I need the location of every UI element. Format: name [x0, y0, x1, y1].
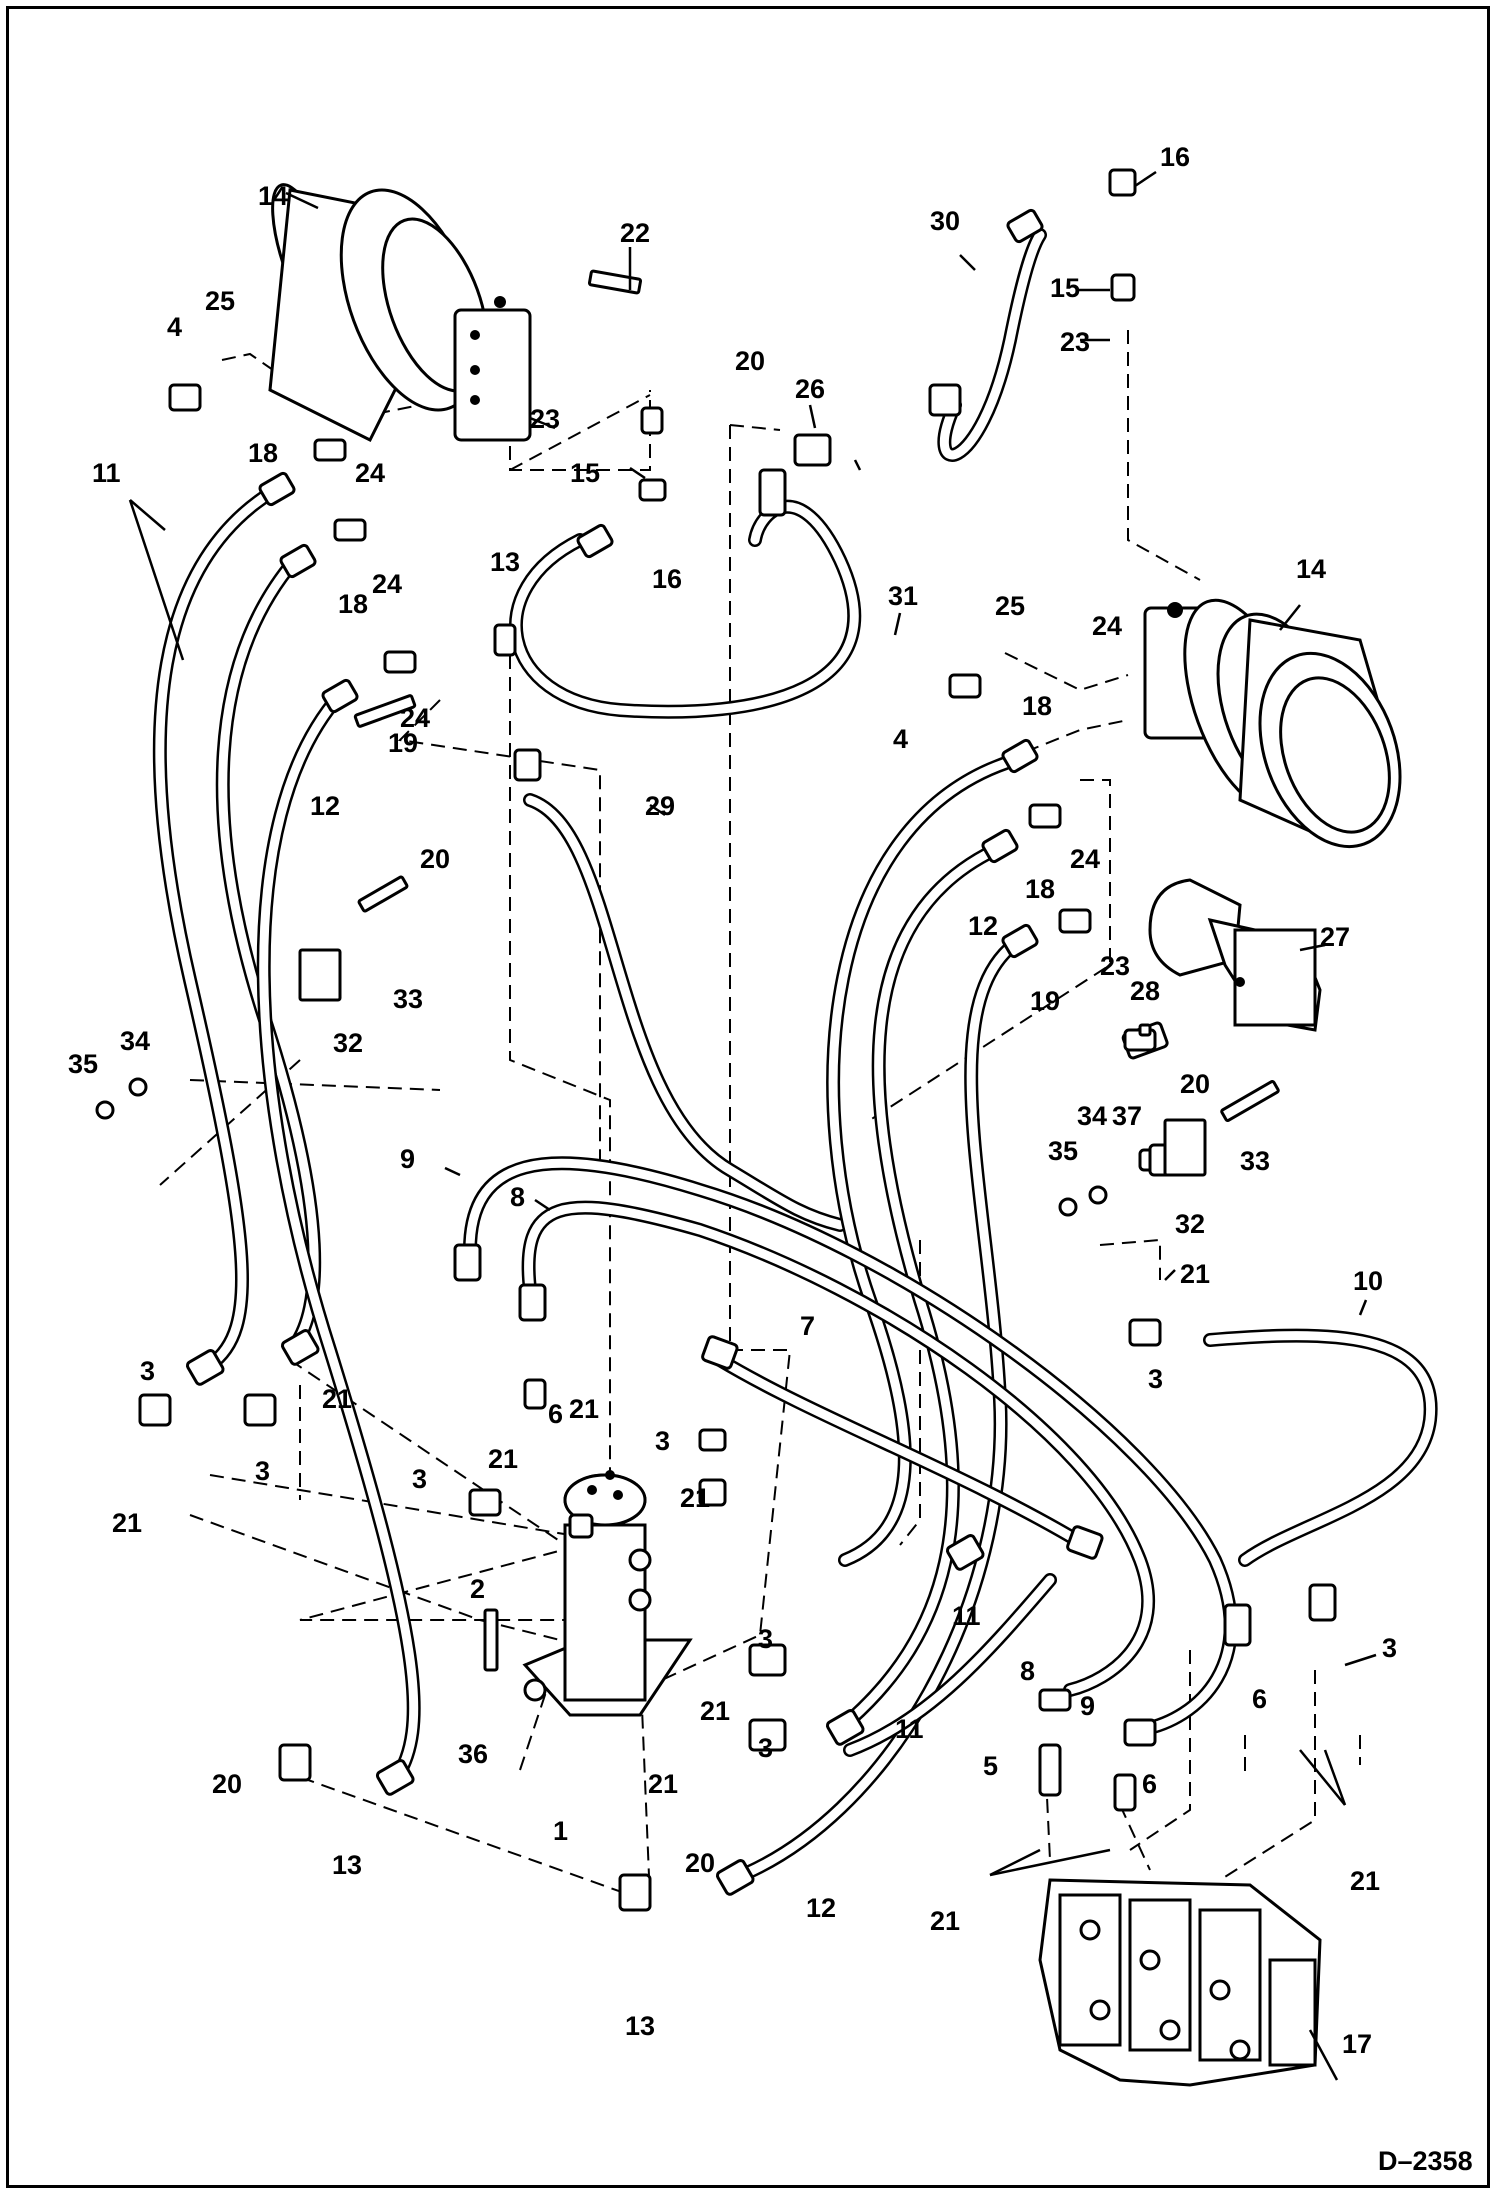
- part-callout-21: 21: [569, 1394, 599, 1424]
- part-callout-24-5: 24: [1070, 844, 1100, 874]
- part-callout-3-2: 3: [255, 1456, 270, 1486]
- part-callout-8: 8: [510, 1182, 525, 1212]
- part-callout-9-2: 9: [1080, 1691, 1095, 1721]
- part-callout-21-3: 21: [680, 1483, 710, 1513]
- part-callout-15: 15: [1050, 273, 1080, 303]
- part-callout-3-6: 3: [758, 1733, 773, 1763]
- part-callout-20-4: 20: [212, 1769, 242, 1799]
- part-callout-21-10: 21: [930, 1906, 960, 1936]
- brake-valve-block: [1148, 878, 1322, 1032]
- part-callout-2: 2: [470, 1574, 485, 1604]
- part-callout-13-3: 13: [625, 2011, 655, 2041]
- part-callout-3-4: 3: [655, 1426, 670, 1456]
- part-callout-19-2: 19: [1030, 986, 1060, 1016]
- part-callout-4-2: 4: [893, 724, 908, 754]
- diagram-border: [6, 6, 1490, 2188]
- part-callout-11-3: 11: [895, 1714, 924, 1744]
- part-callout-19: 19: [388, 728, 418, 758]
- part-callout-34-2: 34: [1077, 1101, 1107, 1131]
- part-callout-3-3: 3: [412, 1464, 427, 1494]
- part-callout-5: 5: [983, 1751, 998, 1781]
- part-callout-25-2: 25: [995, 591, 1025, 621]
- part-callout-26: 26: [795, 374, 825, 404]
- part-callout-4: 4: [167, 312, 182, 342]
- swivel-joint: [522, 1470, 693, 1717]
- leader-lines: [128, 170, 1377, 2081]
- part-callout-24-4: 24: [1092, 611, 1122, 641]
- part-callout-24: 24: [355, 458, 385, 488]
- part-callout-37: 37: [1112, 1101, 1142, 1131]
- part-callout-12-3: 12: [806, 1893, 836, 1923]
- part-callout-6-2: 6: [1252, 1684, 1267, 1714]
- part-callout-20-5: 20: [685, 1848, 715, 1878]
- part-callout-21-8: 21: [1180, 1259, 1210, 1289]
- part-callout-12: 12: [310, 791, 340, 821]
- part-callout-23-3: 23: [1100, 951, 1130, 981]
- part-callout-8-2: 8: [1020, 1656, 1035, 1686]
- part-callout-25: 25: [205, 286, 235, 316]
- part-callout-11-2: 11: [952, 1601, 981, 1631]
- part-callout-33: 33: [393, 984, 423, 1014]
- part-callout-34: 34: [120, 1026, 150, 1056]
- part-callout-36: 36: [458, 1739, 488, 1769]
- part-callout-23: 23: [530, 404, 560, 434]
- part-callout-30: 30: [930, 206, 960, 236]
- part-callout-21-7: 21: [648, 1769, 678, 1799]
- part-callout-16: 16: [1160, 142, 1190, 172]
- part-callout-28: 28: [1130, 976, 1160, 1006]
- part-callout-16-2: 16: [652, 564, 682, 594]
- part-callout-32: 32: [333, 1028, 363, 1058]
- part-callout-3-5: 3: [758, 1624, 773, 1654]
- part-callout-18-3: 18: [1022, 691, 1052, 721]
- hoses: [152, 228, 1438, 1887]
- part-callout-18-2: 18: [338, 589, 368, 619]
- part-callout-20-3: 20: [1180, 1069, 1210, 1099]
- part-callout-13: 13: [490, 547, 520, 577]
- part-callout-24-3: 24: [400, 703, 430, 733]
- part-callout-20-2: 20: [420, 844, 450, 874]
- part-callout-10: 10: [1353, 1266, 1383, 1296]
- part-callout-14: 14: [258, 181, 288, 211]
- part-callout-6-3: 6: [1142, 1769, 1157, 1799]
- part-callout-21-4: 21: [322, 1384, 352, 1414]
- part-callout-6: 6: [548, 1399, 563, 1429]
- fittings: [95, 168, 1337, 1912]
- part-callout-3-8: 3: [1382, 1633, 1397, 1663]
- part-callout-32-2: 32: [1175, 1209, 1205, 1239]
- part-callout-17: 17: [1342, 2029, 1372, 2059]
- main-control-valve: [1038, 1878, 1322, 2087]
- part-callout-15-2: 15: [570, 458, 600, 488]
- part-callout-1: 1: [553, 1816, 568, 1846]
- part-callout-9: 9: [400, 1144, 415, 1174]
- part-callout-21-9: 21: [1350, 1866, 1380, 1896]
- part-callout-3-7: 3: [1148, 1364, 1163, 1394]
- part-callout-20: 20: [735, 346, 765, 376]
- part-callout-11: 11: [92, 458, 121, 488]
- part-callout-13-2: 13: [332, 1850, 362, 1880]
- part-callout-18: 18: [248, 438, 278, 468]
- right-drive-motor: [1143, 598, 1402, 849]
- part-callout-14-2: 14: [1296, 554, 1326, 584]
- document-number: D–2358: [1378, 2146, 1473, 2176]
- part-callout-21-5: 21: [112, 1508, 142, 1538]
- part-callout-27: 27: [1320, 922, 1350, 952]
- left-drive-motor: [268, 183, 532, 443]
- part-callout-21-6: 21: [700, 1696, 730, 1726]
- part-callout-24-2: 24: [372, 569, 402, 599]
- part-callout-31: 31: [888, 581, 918, 611]
- part-callout-23-2: 23: [1060, 327, 1090, 357]
- part-callout-7: 7: [800, 1311, 815, 1341]
- part-callout-3: 3: [140, 1356, 155, 1386]
- part-callout-12-2: 12: [968, 911, 998, 941]
- part-callout-18-4: 18: [1025, 874, 1055, 904]
- part-callout-29: 29: [645, 791, 675, 821]
- part-callout-35: 35: [68, 1049, 98, 1079]
- part-callout-35-2: 35: [1048, 1136, 1078, 1166]
- part-callout-22: 22: [620, 218, 650, 248]
- part-callout-21-2: 21: [488, 1444, 518, 1474]
- part-callout-33-2: 33: [1240, 1146, 1270, 1176]
